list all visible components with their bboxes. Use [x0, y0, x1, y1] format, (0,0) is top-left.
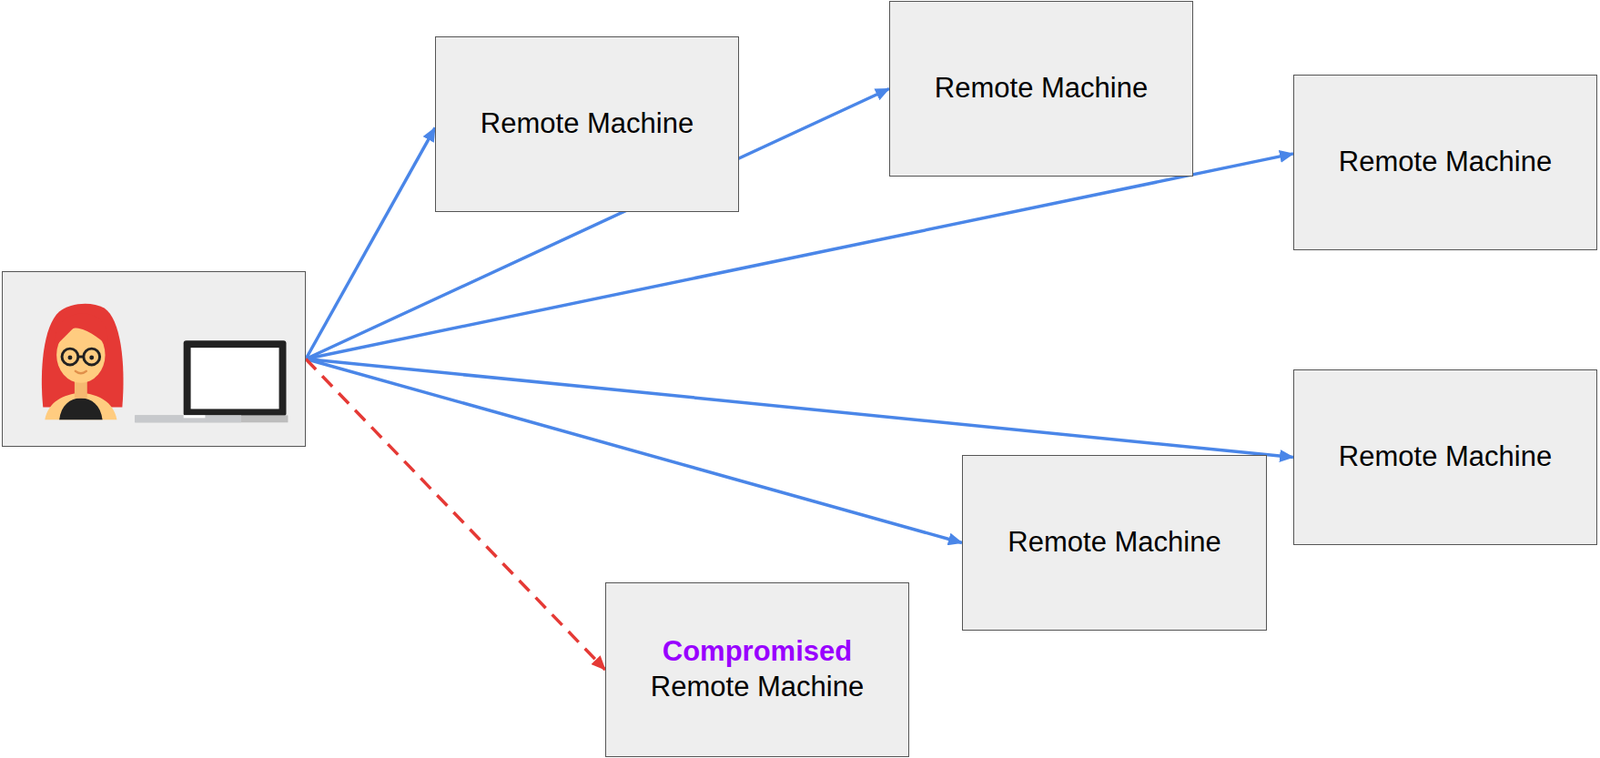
dashed-connection-arrow	[305, 359, 606, 671]
machine-box: Remote Machine	[1293, 369, 1598, 546]
machine-box: Remote Machine	[1293, 74, 1598, 251]
node-label: Remote Machine	[934, 70, 1148, 107]
node-label: Remote Machine	[1007, 525, 1221, 561]
machine-box: CompromisedRemote Machine	[605, 582, 910, 758]
machine-box: Remote Machine	[435, 36, 740, 213]
connection-arrow	[305, 127, 436, 359]
node-label: Compromised	[662, 634, 852, 670]
node-label: Remote Machine	[480, 106, 694, 142]
connection-arrow	[305, 359, 963, 544]
node-label: Remote Machine	[1338, 144, 1552, 181]
machine-box: Remote Machine	[962, 455, 1267, 631]
connection-arrow	[305, 89, 890, 360]
machine-box: Remote Machine	[889, 0, 1194, 177]
connection-arrow	[305, 359, 1294, 458]
node-label: Remote Machine	[650, 669, 864, 706]
user-box	[1, 271, 306, 447]
node-label: Remote Machine	[1338, 439, 1552, 476]
user-illustration	[2, 272, 305, 446]
